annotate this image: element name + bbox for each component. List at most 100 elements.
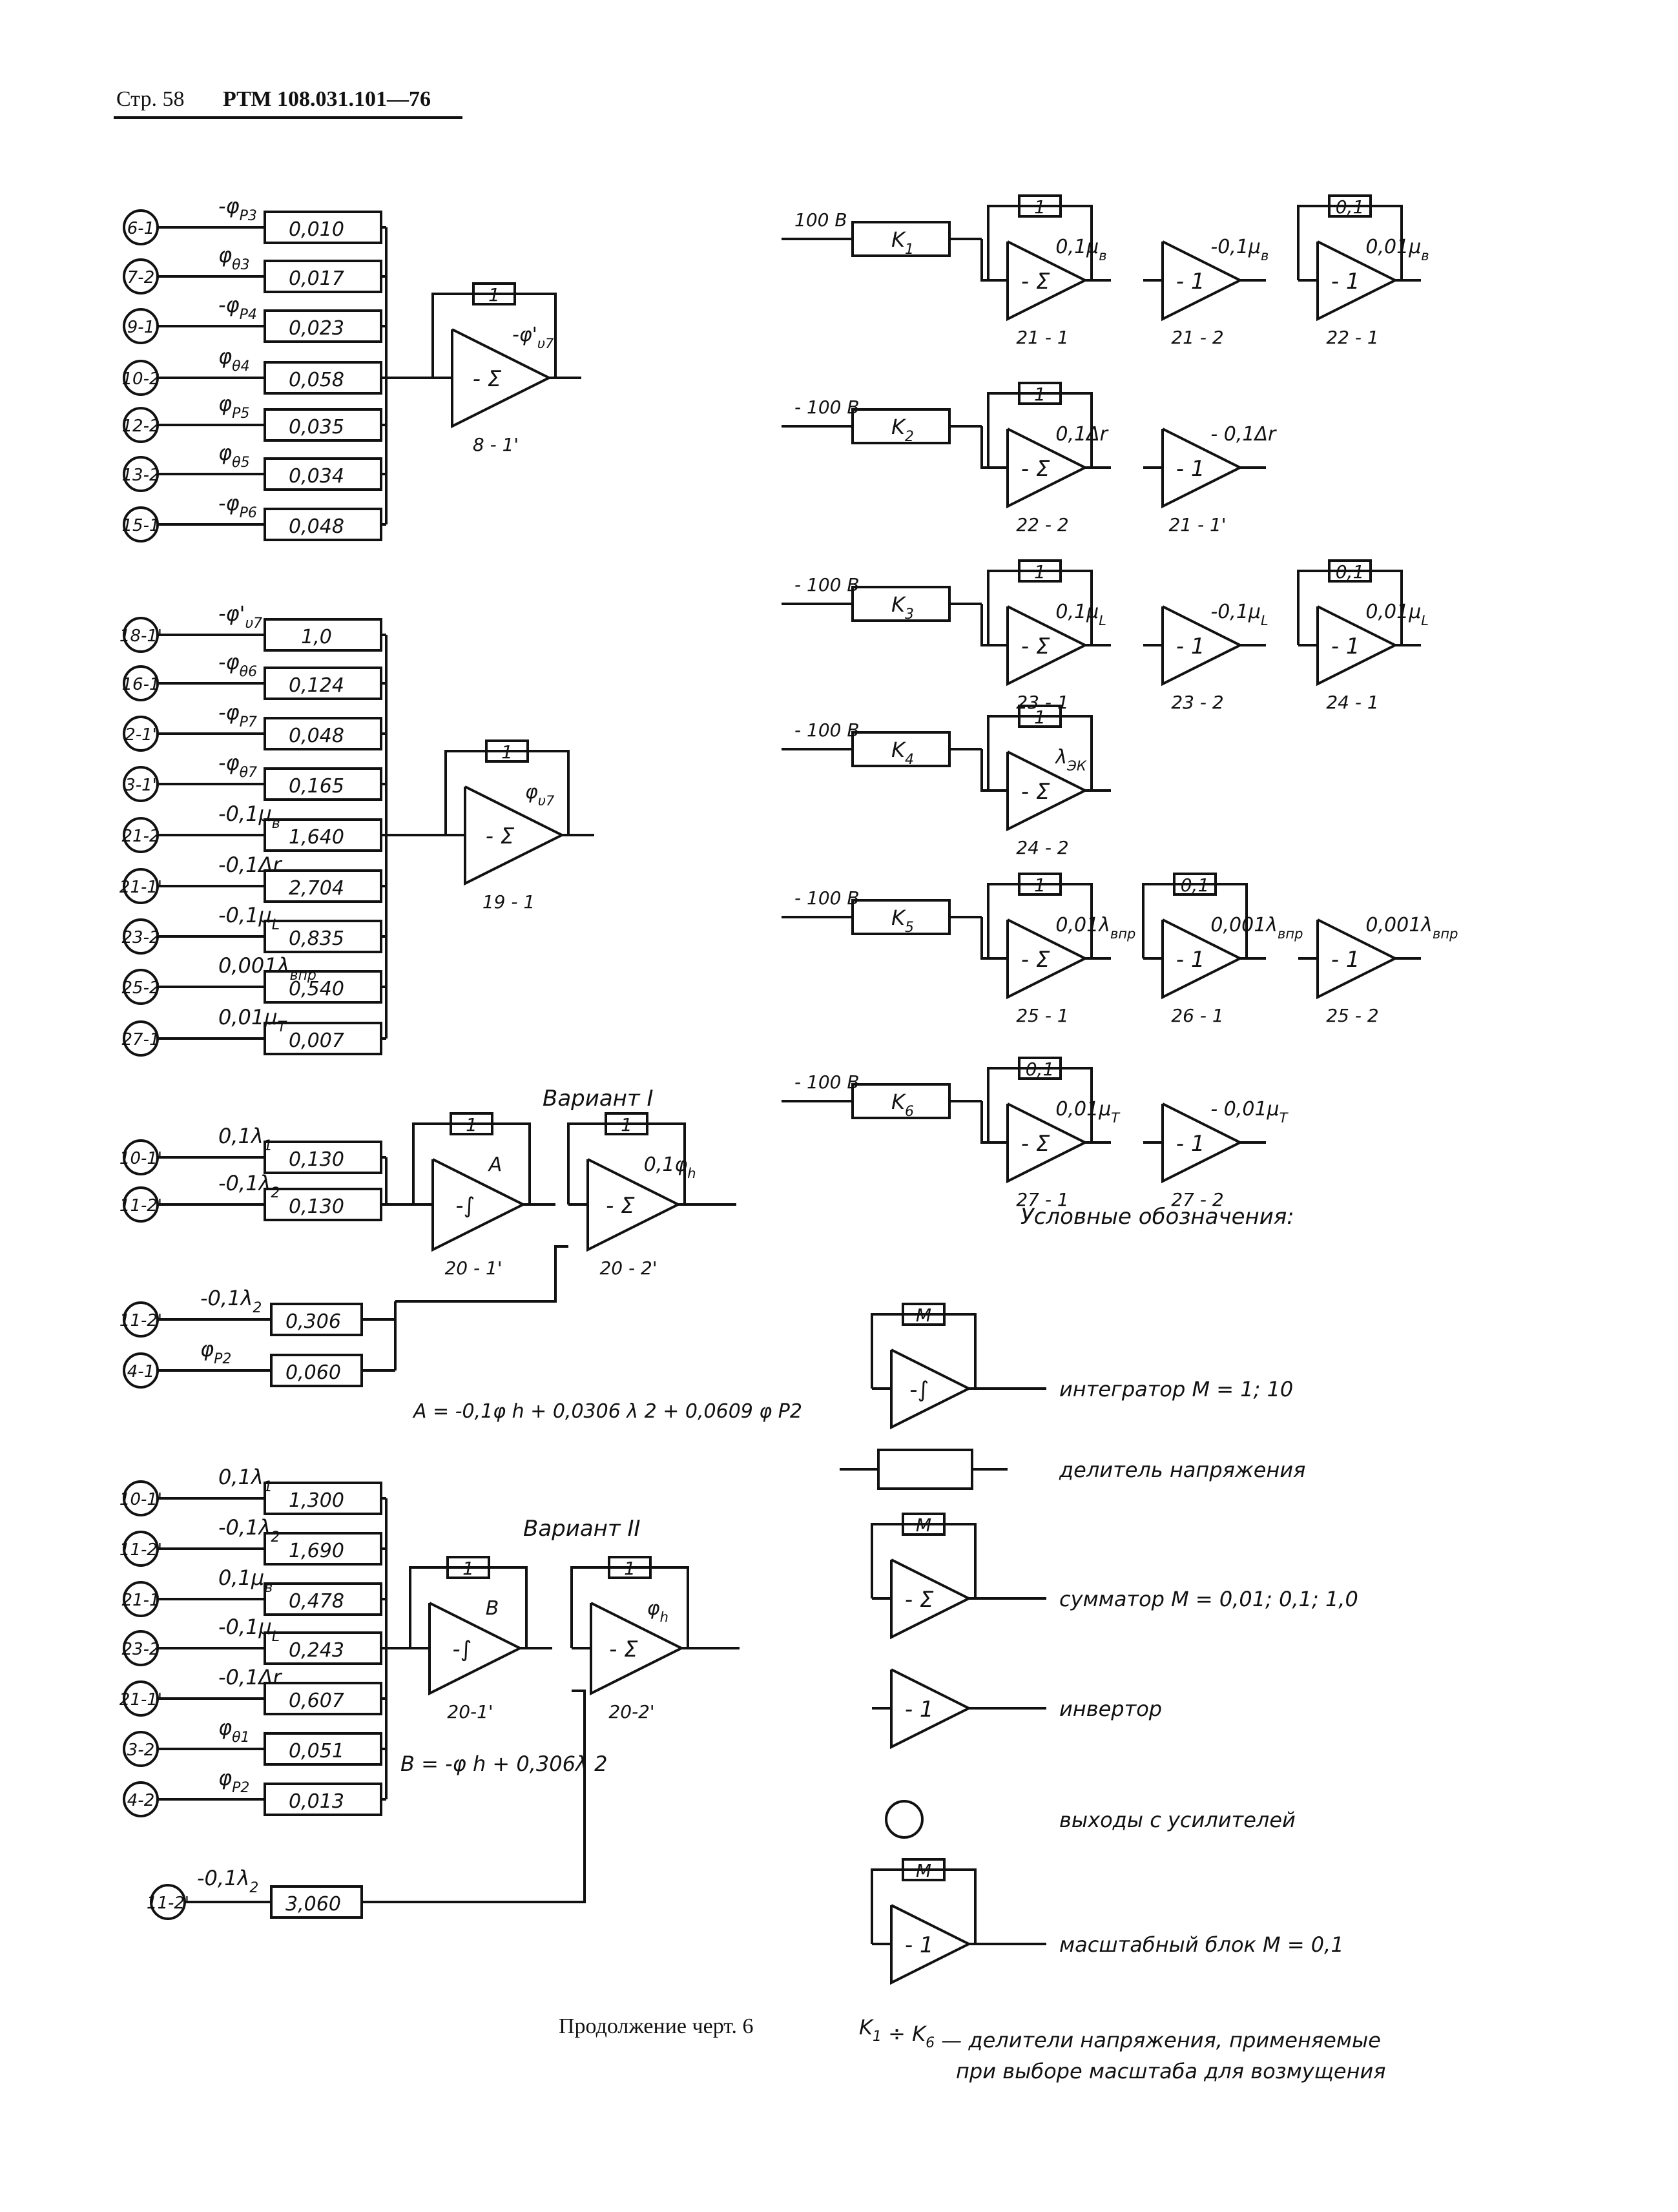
node-label: 9-1 xyxy=(127,318,154,337)
node-label: 12-2 xyxy=(121,417,160,436)
coefficient-value: 0,007 xyxy=(289,1029,344,1052)
amplifier-output-label: - 0,01μT xyxy=(1210,1098,1289,1126)
document-code: РТМ 108.031.101—76 xyxy=(223,87,431,111)
amplifier-symbol: - Σ xyxy=(1021,269,1050,295)
input-signal-label: φP2 xyxy=(200,1337,231,1367)
feedback-wire xyxy=(431,293,557,378)
legend-divider-symbol xyxy=(877,1449,973,1490)
coefficient-value: 0,013 xyxy=(289,1790,344,1813)
feedback-coefficient-box xyxy=(608,1556,652,1579)
amplifier-id: 21 - 1 xyxy=(1016,327,1068,348)
amplifier-output-label: 0,01μT xyxy=(1055,1098,1121,1126)
input-signal-label: -φθ7 xyxy=(218,750,257,781)
coefficient-value: 2,704 xyxy=(289,877,344,900)
feedback-coefficient-box xyxy=(1018,1057,1062,1080)
amplifier-output-label: -0,1μв xyxy=(1210,236,1269,264)
amplifier-symbol: - Σ xyxy=(1021,947,1050,973)
amplifier-output-label: 0,01μL xyxy=(1365,601,1429,628)
feedback-coefficient-box xyxy=(1018,705,1062,728)
amplifier-symbol: - Σ xyxy=(1021,456,1050,482)
legend-amplifier xyxy=(890,1349,972,1430)
amplifier-id: 20 - 2' xyxy=(599,1257,657,1279)
coefficient-value: 0,010 xyxy=(289,218,344,241)
divider-label: K4 xyxy=(891,738,914,768)
feedback-coefficient-box xyxy=(1018,382,1062,405)
feedback-wire xyxy=(987,883,1093,958)
amplifier-symbol: - Σ xyxy=(1021,779,1050,805)
chain-input-voltage: - 100 В xyxy=(794,574,860,595)
node-label: 11-2' xyxy=(119,1540,162,1560)
node-label: 21-1 xyxy=(121,1591,160,1610)
feedback-wire xyxy=(570,1566,689,1648)
legend-label: инвертор xyxy=(1059,1697,1162,1721)
page-label: Стр. 58 xyxy=(116,87,185,111)
node-label: 11-2' xyxy=(119,1196,162,1215)
input-signal-label: -φP3 xyxy=(218,194,257,224)
variant-title: Вариант I xyxy=(543,1086,654,1111)
feedback-coefficient-box xyxy=(605,1112,648,1135)
node-label: 18-1' xyxy=(119,626,162,646)
amplifier-output-label: 0,01μв xyxy=(1365,236,1429,264)
feedback-coefficient: 1 xyxy=(462,1558,474,1579)
diagram-layer: 6-1-φP30,0107-2φθ30,0179-1-φP40,02310-2φ… xyxy=(119,194,1458,2083)
coefficient-value: 0,540 xyxy=(289,978,344,1000)
amplifier-symbol: - Σ xyxy=(473,366,502,392)
coefficient-value: 0,478 xyxy=(289,1590,344,1613)
input-signal-label: -φθ6 xyxy=(218,650,257,680)
legend-label: интегратор M = 1; 10 xyxy=(1059,1377,1293,1401)
amplifier-id: 20 - 1' xyxy=(444,1257,502,1279)
chain-input-voltage: 100 В xyxy=(794,209,847,231)
wire xyxy=(980,426,988,469)
input-signal-label: φθ1 xyxy=(218,1715,250,1746)
input-signal-label: -φP6 xyxy=(218,491,257,521)
coefficient-value: 0,023 xyxy=(289,317,344,340)
feedback-wire xyxy=(987,205,1093,280)
amplifier-id: 24 - 1 xyxy=(1326,692,1378,713)
node-label: 3-2 xyxy=(127,1741,154,1760)
feedback-wire xyxy=(987,392,1093,468)
node-label: 6-1 xyxy=(127,219,154,238)
coefficient-value: 0,034 xyxy=(289,465,344,488)
amplifier-output-label: 0,1μL xyxy=(1055,601,1106,628)
feedback-coefficient: 1 xyxy=(1034,561,1046,583)
node-label: 27-1 xyxy=(121,1030,160,1049)
feedback-wire xyxy=(1297,205,1403,280)
amplifier-id: 22 - 2 xyxy=(1016,514,1068,535)
legend-label: масштабный блок M = 0,1 xyxy=(1059,1932,1344,1957)
feedback-wire xyxy=(412,1122,531,1204)
amplifier-output-label: -0,1μL xyxy=(1210,601,1268,628)
chain-input-voltage: - 100 В xyxy=(794,397,860,418)
coefficient-value: 0,165 xyxy=(289,775,344,798)
coefficient-value: 0,835 xyxy=(289,927,344,950)
input-signal-label: -0,1Δr xyxy=(218,853,282,877)
input-signal-label: 0,01μT xyxy=(218,1005,287,1035)
input-signal-label: -0,1λ2 xyxy=(218,1515,280,1545)
feedback-wire xyxy=(987,570,1093,645)
coefficient-value: 0,035 xyxy=(289,416,344,439)
feedback-coefficient: 1 xyxy=(1034,707,1046,728)
coefficient-value: 0,124 xyxy=(289,674,344,697)
amplifier-output-label: 0,1Δr xyxy=(1055,423,1108,446)
feedback-coefficient-box xyxy=(902,1513,946,1536)
variant-title: Вариант II xyxy=(523,1516,641,1542)
divider-label: K3 xyxy=(891,592,914,623)
legend-label: выходы с усилителей xyxy=(1059,1808,1296,1832)
divider-label: K2 xyxy=(891,415,914,445)
amplifier-id: 21 - 1' xyxy=(1168,514,1226,535)
amplifier-id: 20-2' xyxy=(608,1701,654,1722)
amplifier-symbol: - 1 xyxy=(1331,634,1360,659)
node-label: 3-1' xyxy=(125,776,157,795)
coefficient-value: 1,300 xyxy=(289,1489,344,1512)
input-signal-label: φθ4 xyxy=(218,344,250,375)
feedback-coefficient-box xyxy=(446,1556,490,1579)
amplifier-symbol: - 1 xyxy=(1331,947,1360,973)
legend-label: делитель напряжения xyxy=(1059,1458,1305,1482)
amplifier-id: 27 - 2 xyxy=(1171,1189,1223,1210)
input-signal-label: -0,1λ2 xyxy=(197,1866,258,1896)
feedback-coefficient: M xyxy=(916,1305,931,1326)
wire xyxy=(980,604,988,646)
coefficient-value: 3,060 xyxy=(285,1893,341,1916)
input-signal-label: -0,1λ2 xyxy=(200,1286,262,1316)
wire xyxy=(980,1101,988,1144)
